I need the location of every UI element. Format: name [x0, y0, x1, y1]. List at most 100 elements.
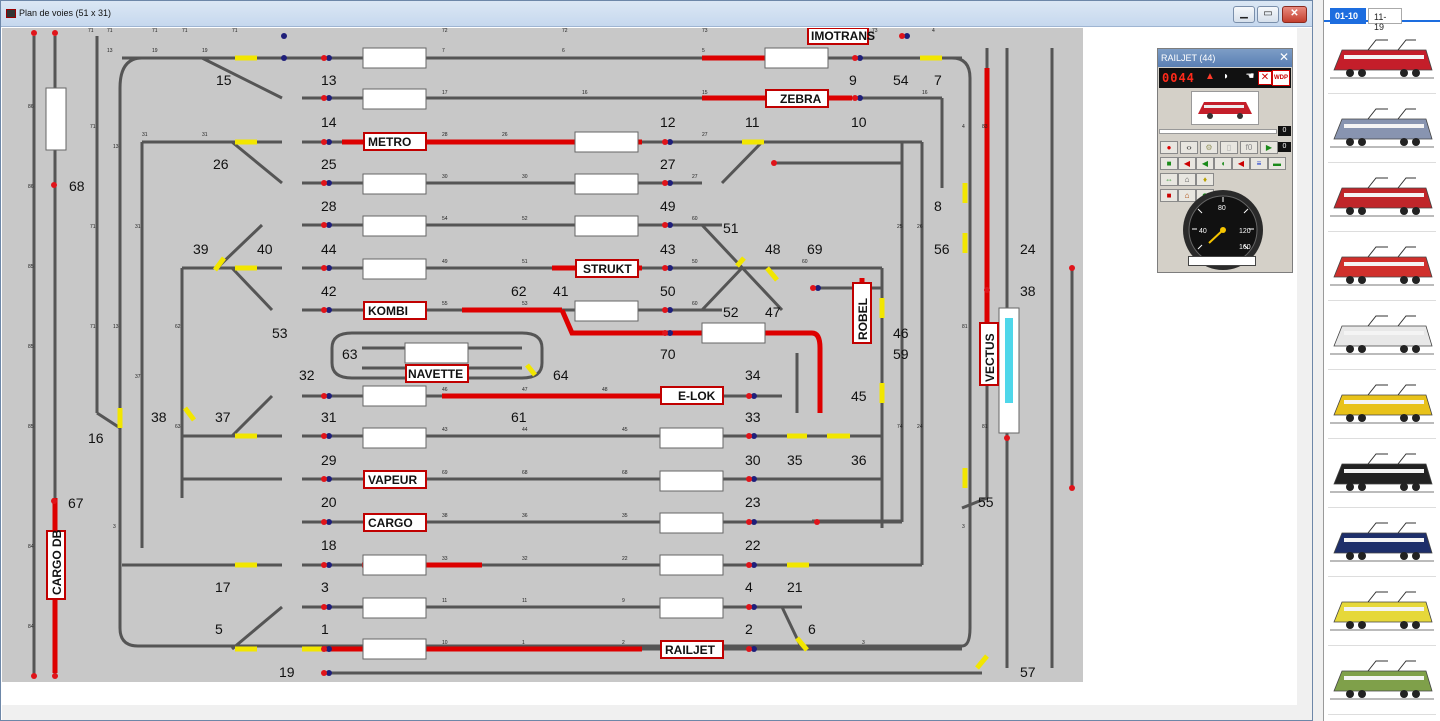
horizontal-scrollbar[interactable] — [2, 705, 1297, 720]
track-plan-window: Plan de voies (51 x 31) ▁ ▭ ✕ — [0, 0, 1313, 721]
svg-text:55: 55 — [442, 301, 448, 307]
loco-list-item[interactable] — [1328, 578, 1436, 646]
svg-text:VECTUS: VECTUS — [983, 333, 997, 382]
stop-icon[interactable]: ✕ — [1258, 71, 1272, 85]
swap-button[interactable]: ‹› — [1180, 141, 1198, 154]
train-elok[interactable]: E-LOK — [660, 386, 724, 405]
train-vectus[interactable]: VECTUS — [979, 322, 999, 386]
f0-button[interactable]: f0 — [1240, 141, 1258, 154]
train-strukt[interactable]: STRUKT — [575, 259, 639, 278]
loco-list-item[interactable] — [1328, 233, 1436, 301]
train-cargo-db[interactable]: CARGO DB — [46, 529, 66, 600]
speed-slider[interactable] — [1159, 129, 1277, 134]
close-button[interactable]: ✕ — [1282, 6, 1307, 23]
svg-text:43: 43 — [660, 241, 676, 257]
loco-list-item[interactable] — [1328, 371, 1436, 439]
train-imotrans[interactable]: IMOTRANS — [807, 28, 875, 45]
svg-text:64: 64 — [553, 367, 569, 383]
play-button[interactable]: ▶ — [1260, 141, 1278, 154]
station-blocks — [45, 47, 1020, 660]
panel-close-button[interactable]: ✕ — [1278, 50, 1290, 64]
tracks — [32, 36, 1074, 676]
train-zebra[interactable]: ZEBRA — [765, 89, 829, 108]
fn-disabled-button[interactable]: ▯ — [1220, 141, 1238, 154]
loco-list-item[interactable] — [1328, 302, 1436, 370]
fn-pantograph-button[interactable]: ⇔ — [1160, 173, 1178, 186]
svg-text:11: 11 — [745, 114, 760, 130]
fn-bulb-button[interactable]: ♦ — [1196, 173, 1214, 186]
loco-list-item[interactable] — [1328, 440, 1436, 508]
throttle-scale[interactable] — [1188, 256, 1256, 266]
direction-icon[interactable]: ▲ — [1205, 71, 1215, 82]
signals[interactable] — [31, 30, 1075, 679]
svg-text:6: 6 — [562, 48, 565, 54]
tab-11-19[interactable]: 11-19 — [1368, 8, 1402, 32]
fn-sound-button[interactable]: ◖ — [1214, 157, 1232, 170]
svg-text:56: 56 — [934, 241, 950, 257]
fn-shunt-button[interactable]: ▬ — [1268, 157, 1286, 170]
svg-text:71: 71 — [90, 124, 96, 130]
svg-text:71: 71 — [90, 224, 96, 230]
fn-cab-button[interactable]: ⌂ — [1178, 173, 1196, 186]
svg-text:61: 61 — [511, 409, 527, 425]
loco-list-item[interactable] — [1328, 95, 1436, 163]
fn-brake-button[interactable]: ◀ — [1232, 157, 1250, 170]
fn-loco-button[interactable]: ■ — [1160, 189, 1178, 202]
train-cargo[interactable]: CARGO — [363, 513, 427, 532]
panel-title[interactable]: RAILJET (44) — [1158, 49, 1292, 67]
window-title: Plan de voies (51 x 31) — [19, 8, 112, 18]
svg-text:73: 73 — [872, 28, 878, 34]
fn-beam-button[interactable]: ≡ — [1250, 157, 1268, 170]
close-icon: ✕ — [1290, 8, 1299, 19]
svg-text:50: 50 — [660, 283, 676, 299]
svg-text:29: 29 — [321, 452, 337, 468]
svg-text:47: 47 — [765, 304, 781, 320]
occupied-tracks — [52, 55, 990, 673]
coupler-button[interactable]: ⚙ — [1200, 141, 1218, 154]
record-button[interactable]: ● — [1160, 141, 1178, 154]
svg-text:44: 44 — [522, 427, 528, 433]
minimize-button[interactable]: ▁ — [1233, 6, 1255, 23]
svg-text:12: 12 — [660, 114, 676, 130]
svg-text:E-LOK: E-LOK — [678, 389, 716, 403]
train-railjet[interactable]: RAILJET — [660, 640, 724, 659]
svg-text:71: 71 — [152, 28, 158, 34]
svg-text:69: 69 — [807, 241, 823, 257]
fn-horn2-button[interactable]: ◀ — [1196, 157, 1214, 170]
svg-text:71: 71 — [90, 324, 96, 330]
speed-display: 0044 — [1162, 71, 1195, 85]
yellow-loco-icon — [1330, 384, 1434, 424]
svg-text:68: 68 — [69, 178, 85, 194]
svg-text:86: 86 — [28, 104, 34, 110]
svg-text:63: 63 — [342, 346, 358, 362]
train-vapeur[interactable]: VAPEUR — [363, 470, 427, 489]
tab-01-10[interactable]: 01-10 — [1330, 8, 1366, 24]
loco-list-item[interactable] — [1328, 647, 1436, 715]
svg-text:16: 16 — [582, 90, 588, 96]
train-kombi[interactable]: KOMBI — [363, 301, 427, 320]
hand-icon[interactable]: ☚ — [1245, 71, 1255, 82]
svg-text:3: 3 — [321, 579, 329, 595]
sound-icon[interactable]: ◗ — [1222, 71, 1230, 82]
maximize-button[interactable]: ▭ — [1257, 6, 1279, 23]
title-bar[interactable]: Plan de voies (51 x 31) ▁ ▭ ✕ — [1, 1, 1312, 27]
train-navette[interactable]: NAVETTE — [405, 364, 469, 383]
vertical-scrollbar[interactable] — [1297, 28, 1312, 720]
fn-horn-button[interactable]: ◀ — [1178, 157, 1196, 170]
loco-list-item[interactable] — [1328, 509, 1436, 577]
loco-list-item[interactable] — [1328, 164, 1436, 232]
minimize-icon: ▁ — [1240, 8, 1248, 19]
train-tags[interactable]: IMOTRANS ZEBRA METRO STRUKT KOMBI NAVETT… — [46, 28, 999, 659]
svg-text:IMOTRANS: IMOTRANS — [811, 29, 875, 43]
svg-text:46: 46 — [893, 325, 909, 341]
train-robel[interactable]: ROBEL — [852, 282, 872, 344]
fn-light-button[interactable]: ■ — [1160, 157, 1178, 170]
loco-list-item[interactable] — [1328, 26, 1436, 94]
fn-station-button[interactable]: ⌂ — [1178, 189, 1196, 202]
train-metro[interactable]: METRO — [363, 132, 427, 151]
svg-text:10: 10 — [851, 114, 867, 130]
svg-text:26: 26 — [502, 132, 508, 138]
